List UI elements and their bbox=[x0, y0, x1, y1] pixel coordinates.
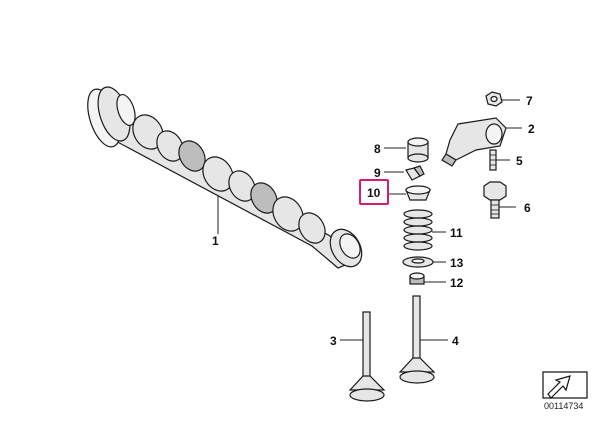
bolt bbox=[483, 181, 507, 219]
callout-8: 8 bbox=[374, 142, 381, 156]
spring-retainer bbox=[405, 185, 431, 201]
valve-stem-seal bbox=[409, 272, 425, 285]
callout-6: 6 bbox=[524, 201, 531, 215]
valve-lifter bbox=[407, 137, 429, 163]
callout-4: 4 bbox=[452, 334, 459, 348]
rocker-arm bbox=[441, 117, 507, 167]
adjusting-screw bbox=[489, 149, 497, 171]
arrow-icon bbox=[542, 371, 588, 399]
highlight-box-10 bbox=[359, 179, 389, 205]
callout-13: 13 bbox=[450, 256, 464, 270]
camshaft bbox=[87, 86, 363, 269]
callout-9: 9 bbox=[374, 166, 381, 180]
nut bbox=[485, 91, 503, 107]
spring-seat bbox=[402, 256, 434, 268]
callout-7: 7 bbox=[526, 94, 533, 108]
callout-2: 2 bbox=[528, 122, 535, 136]
valve-cotters bbox=[405, 165, 425, 181]
callout-10: 10 bbox=[367, 186, 381, 200]
callout-1: 1 bbox=[212, 234, 219, 248]
callout-5: 5 bbox=[516, 154, 523, 168]
catalog-number: 00114734 bbox=[544, 401, 583, 411]
callout-12: 12 bbox=[450, 276, 464, 290]
leader-lines bbox=[217, 99, 522, 341]
exhaust-valve bbox=[398, 295, 436, 384]
valve-spring bbox=[403, 209, 433, 251]
callout-11: 11 bbox=[450, 226, 463, 240]
callout-3: 3 bbox=[330, 334, 337, 348]
intake-valve bbox=[348, 311, 386, 402]
